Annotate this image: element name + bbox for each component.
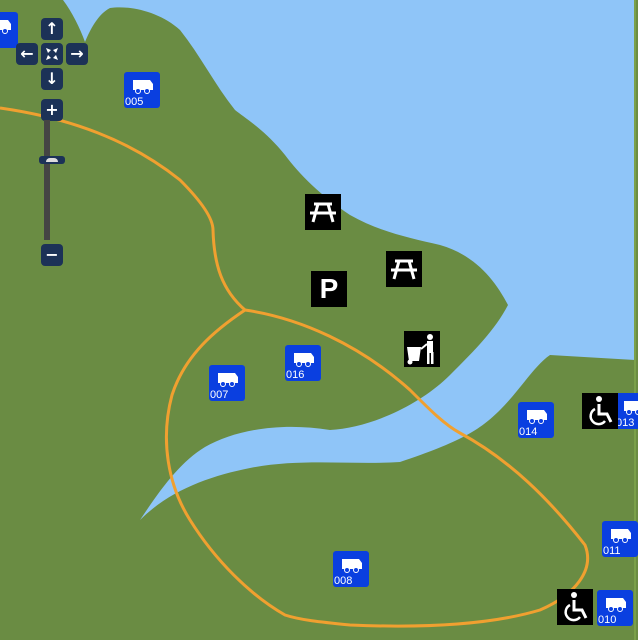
rv-icon bbox=[527, 410, 547, 424]
campsite-011[interactable]: 011 bbox=[602, 521, 638, 557]
pan-right-button[interactable]: → bbox=[66, 43, 88, 65]
zoom-in-button[interactable]: + bbox=[41, 99, 63, 121]
rv-icon bbox=[0, 20, 11, 34]
campsite-number: 007 bbox=[210, 389, 229, 401]
picnic-area-marker[interactable] bbox=[305, 194, 341, 230]
campsite-008[interactable]: 008 bbox=[333, 551, 369, 587]
zoom-slider-track[interactable] bbox=[44, 120, 50, 240]
picnic-area-marker[interactable] bbox=[386, 251, 422, 287]
rv-icon bbox=[342, 559, 362, 573]
zoom-out-button[interactable]: − bbox=[41, 244, 63, 266]
campsite-number: 016 bbox=[286, 369, 305, 381]
rv-icon bbox=[611, 529, 631, 543]
water-body bbox=[63, 0, 635, 520]
campsite-number: 014 bbox=[519, 426, 538, 438]
parking-marker[interactable]: P bbox=[311, 271, 347, 307]
rv-icon bbox=[624, 401, 638, 415]
pan-left-button[interactable]: ← bbox=[16, 43, 38, 65]
rv-icon bbox=[606, 598, 626, 612]
trail bbox=[0, 106, 246, 312]
campsite-marker[interactable] bbox=[0, 12, 18, 48]
rv-icon bbox=[133, 80, 153, 94]
campsite-014[interactable]: 014 bbox=[518, 402, 554, 438]
campsite-number: 010 bbox=[598, 614, 617, 626]
picnic-table-icon bbox=[391, 259, 417, 280]
rv-icon bbox=[218, 373, 238, 387]
campsite-number: 008 bbox=[334, 575, 353, 587]
parking-icon: P bbox=[319, 273, 339, 304]
campsite-016[interactable]: 016 bbox=[285, 345, 321, 381]
pan-down-button[interactable]: ↓ bbox=[41, 68, 63, 90]
wheelchair-icon bbox=[564, 592, 588, 622]
campsite-005[interactable]: 005 bbox=[124, 72, 160, 108]
rv-icon bbox=[294, 353, 314, 367]
picnic-table-icon bbox=[310, 202, 336, 223]
trash-disposal-icon bbox=[407, 334, 434, 365]
zoom-extent-button[interactable] bbox=[41, 43, 63, 65]
trash-disposal-marker[interactable] bbox=[404, 331, 440, 367]
wheelchair-icon bbox=[589, 396, 613, 426]
accessible-marker[interactable] bbox=[557, 589, 593, 625]
campsite-number: 011 bbox=[603, 545, 621, 557]
trail-loop bbox=[164, 308, 590, 628]
zoom-slider-handle[interactable] bbox=[39, 156, 65, 164]
accessible-marker[interactable] bbox=[582, 393, 618, 429]
campsite-010[interactable]: 010 bbox=[597, 590, 633, 626]
pan-up-button[interactable]: ↑ bbox=[41, 18, 63, 40]
campsite-number: 013 bbox=[616, 417, 635, 429]
zoom-extent-icon bbox=[46, 48, 58, 60]
campsite-number: 005 bbox=[125, 96, 144, 108]
campsite-007[interactable]: 007 bbox=[209, 365, 245, 401]
campsite-013[interactable]: 013 bbox=[615, 393, 638, 429]
